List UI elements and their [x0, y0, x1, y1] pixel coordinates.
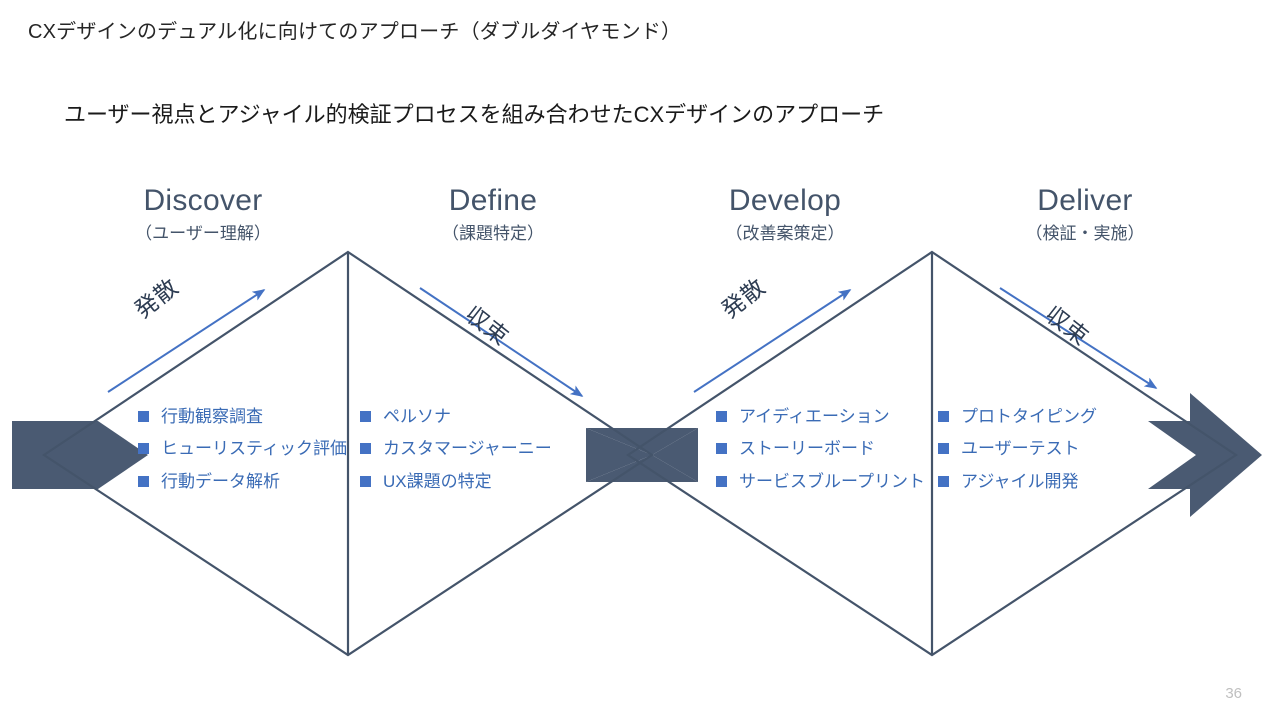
list-item: ペルソナ [360, 406, 552, 427]
phase-heading-define: Define （課題特定） [378, 184, 608, 245]
diamond-one [42, 250, 654, 657]
square-bullet-icon [138, 411, 149, 422]
square-bullet-icon [716, 443, 727, 455]
square-bullet-icon [938, 411, 949, 422]
square-bullet-icon [360, 411, 371, 422]
phase-name-define: Define [448, 184, 538, 217]
list-item-label: ユーザーテスト [961, 439, 1080, 459]
phase-sub-deliver: （検証・実施） [1025, 223, 1145, 243]
output-arrow [1148, 393, 1262, 517]
list-item-label: プロトタイピング [961, 407, 1097, 426]
list-item-label: カスタマージャーニー [383, 439, 552, 459]
phase-sub-discover: （ユーザー理解） [135, 223, 271, 243]
list-item: ストーリーボード [716, 438, 925, 459]
phase-heading-discover: Discover （ユーザー理解） [88, 184, 318, 245]
list-item: カスタマージャーニー [360, 438, 552, 459]
list-item: ヒューリスティック評価 [138, 438, 347, 459]
list-item-label: アジャイル開発 [961, 471, 1079, 491]
phase-name-develop: Develop [728, 184, 842, 217]
bullet-list-define: ペルソナ カスタマージャーニー UX課題の特定 [360, 406, 552, 492]
list-item: UX課題の特定 [360, 471, 552, 492]
list-item-label: アイディエーション [739, 407, 890, 426]
list-item-label: サービスブループリント [739, 471, 925, 491]
square-bullet-icon [138, 475, 149, 487]
list-item-label: ペルソナ [383, 407, 451, 426]
page-subtitle: ユーザー視点とアジャイル的検証プロセスを組み合わせたCXデザインのアプローチ [64, 102, 885, 127]
list-item: プロトタイピング [938, 406, 1097, 427]
square-bullet-icon [938, 475, 949, 487]
square-bullet-icon [716, 475, 727, 487]
page-number: 36 [1225, 685, 1242, 702]
list-item-label: 行動観察調査 [161, 407, 263, 426]
bowtie-connector-left [586, 428, 652, 482]
square-bullet-icon [360, 443, 371, 455]
list-item: アイディエーション [716, 406, 925, 427]
square-bullet-icon [360, 475, 371, 487]
list-item: アジャイル開発 [938, 471, 1097, 492]
page-title: CXデザインのデュアル化に向けてのアプローチ（ダブルダイヤモンド） [28, 21, 682, 43]
diverge-arrow-develop [693, 289, 852, 393]
phase-name-discover: Discover [143, 184, 263, 217]
phase-sub-develop: （改善案策定） [725, 223, 845, 243]
list-item-label: ストーリーボード [739, 439, 875, 459]
list-item-label: ヒューリスティック評価 [161, 439, 347, 459]
list-item: 行動データ解析 [138, 471, 347, 492]
list-item: サービスブループリント [716, 471, 925, 492]
flow-label-discover: 発散 [129, 273, 184, 324]
list-item-label: 行動データ解析 [161, 471, 280, 491]
list-item-label: UX課題の特定 [383, 471, 492, 491]
list-item: 行動観察調査 [138, 406, 347, 427]
bullet-list-discover: 行動観察調査 ヒューリスティック評価 行動データ解析 [138, 406, 347, 492]
bullet-list-develop: アイディエーション ストーリーボード サービスブループリント [716, 406, 925, 492]
flow-label-develop: 発散 [716, 273, 771, 324]
list-item: ユーザーテスト [938, 438, 1097, 459]
phase-heading-develop: Develop （改善案策定） [670, 184, 900, 245]
phase-name-deliver: Deliver [1037, 184, 1133, 217]
input-chevron [12, 421, 148, 489]
square-bullet-icon [716, 411, 727, 422]
square-bullet-icon [138, 443, 149, 455]
bowtie-connector-fill [586, 428, 698, 482]
phase-heading-deliver: Deliver （検証・実施） [970, 184, 1200, 245]
square-bullet-icon [938, 443, 949, 455]
bullet-list-deliver: プロトタイピング ユーザーテスト アジャイル開発 [938, 406, 1097, 492]
flow-label-define: 収束 [460, 300, 515, 351]
bowtie-connector-right [652, 428, 698, 482]
phase-sub-define: （課題特定） [442, 223, 544, 243]
flow-label-deliver: 収束 [1040, 300, 1095, 351]
